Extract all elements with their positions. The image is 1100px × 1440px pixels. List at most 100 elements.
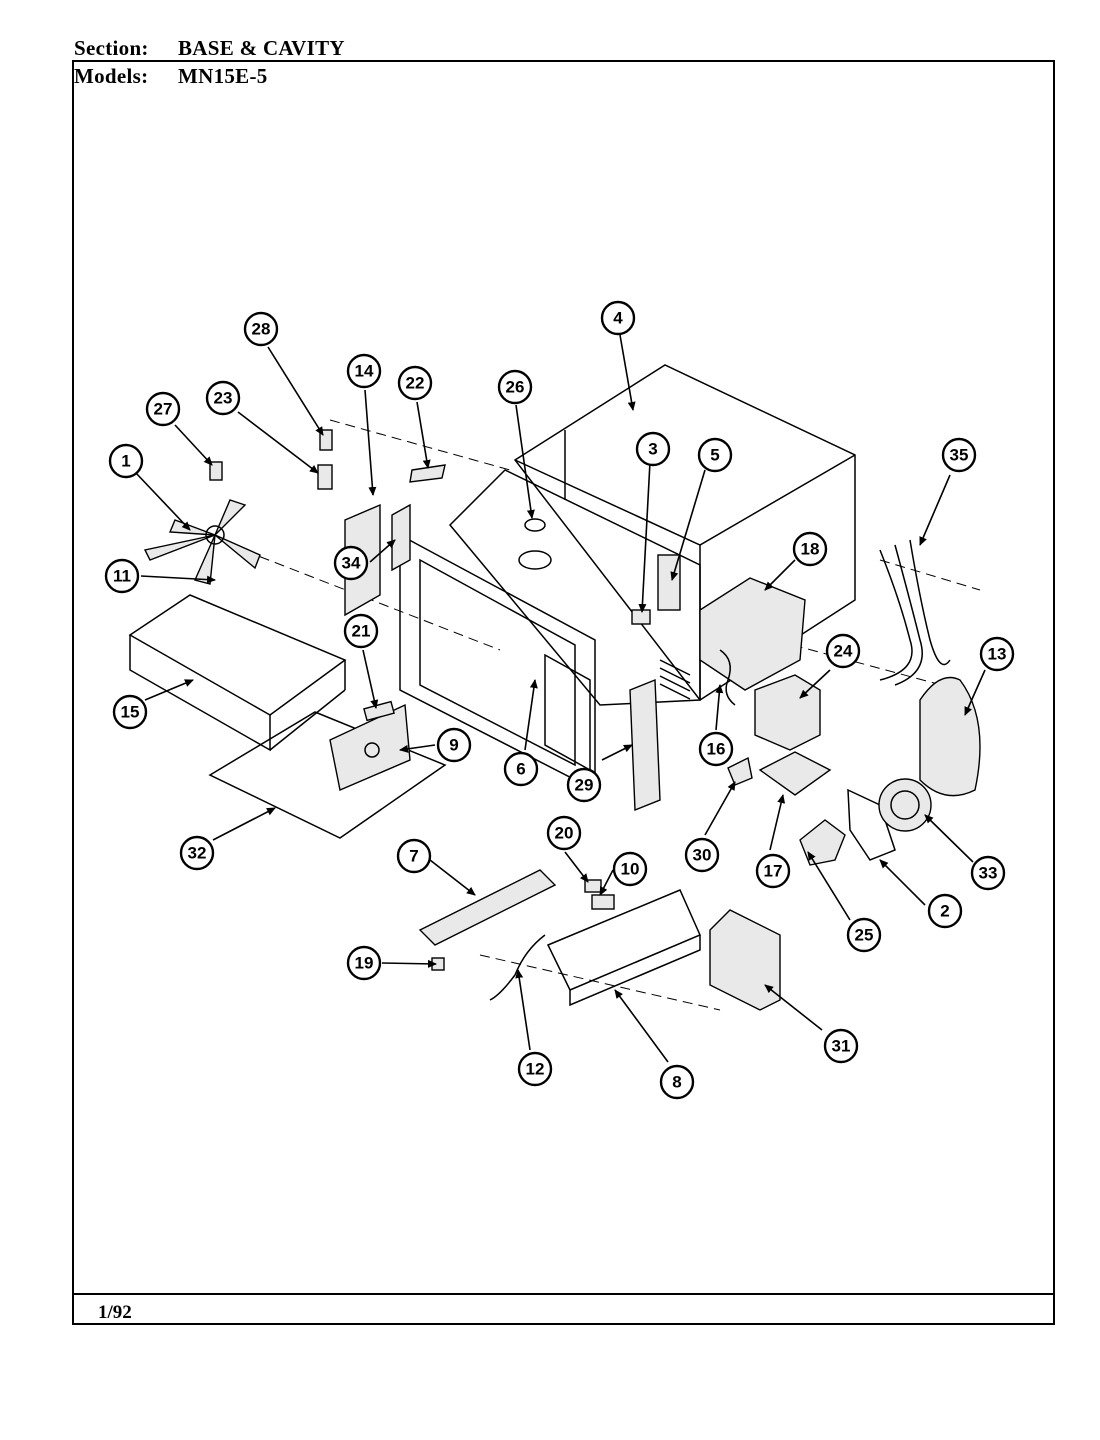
callout-24: 24 (825, 633, 861, 669)
bracket-34 (391, 503, 411, 572)
outer-case (513, 364, 856, 702)
callout-31-label: 31 (832, 1037, 851, 1056)
motor-25 (799, 819, 846, 866)
callout-20-label: 20 (555, 824, 574, 843)
callout-5: 5 (697, 437, 733, 473)
callout-3-label: 3 (648, 440, 657, 459)
leader-lines (134, 334, 986, 1063)
callout-30: 30 (684, 837, 720, 873)
callout-30-label: 30 (693, 846, 712, 865)
footer-date: 1/92 (98, 1302, 132, 1323)
callout-8: 8 (659, 1064, 695, 1100)
footer-rule (74, 1293, 1053, 1295)
fan-hub-part (209, 461, 223, 481)
callout-7: 7 (396, 838, 432, 874)
cavity-vent-slots (659, 659, 691, 700)
callout-22: 22 (397, 365, 433, 401)
part-20 (584, 879, 602, 893)
callout-3: 3 (635, 431, 671, 467)
callout-5-label: 5 (710, 446, 719, 465)
callout-9: 9 (436, 727, 472, 763)
callout-26: 26 (497, 369, 533, 405)
models-label: Models: (74, 64, 149, 88)
callout-13-label: 13 (988, 645, 1007, 664)
callout-6-label: 6 (516, 760, 525, 779)
bracket-22 (409, 464, 446, 483)
callout-28: 28 (243, 311, 279, 347)
transformer-31 (709, 909, 781, 1011)
callout-10-label: 10 (621, 860, 640, 879)
callout-22-label: 22 (406, 374, 425, 393)
part-30 (727, 756, 753, 786)
callout-4-label: 4 (613, 309, 623, 328)
callout-33-label: 33 (979, 864, 998, 883)
callout-17-label: 17 (764, 862, 783, 881)
callout-35-label: 35 (950, 446, 969, 465)
callout-16: 16 (698, 731, 734, 767)
callout-21: 21 (343, 613, 379, 649)
callout-15: 15 (112, 694, 148, 730)
plate-2 (847, 788, 896, 861)
callout-13: 13 (979, 636, 1015, 672)
section-value: BASE & CAVITY (178, 36, 345, 60)
callout-17: 17 (755, 853, 791, 889)
callout-12-label: 12 (526, 1060, 545, 1079)
callout-4: 4 (600, 300, 636, 336)
diagram-frame: 1/92 (72, 60, 1055, 1325)
part-3 (631, 609, 651, 625)
part-24 (754, 674, 821, 751)
callout-19-label: 19 (355, 954, 374, 973)
housing-13 (919, 676, 981, 797)
cover-18 (699, 577, 806, 691)
callout-14-label: 14 (355, 362, 374, 381)
callout-33: 33 (970, 855, 1006, 891)
callout-32: 32 (179, 835, 215, 871)
models-header: Models: MN15E-5 (74, 64, 268, 89)
tray-15 (128, 594, 347, 752)
part-7 (418, 869, 557, 946)
callout-26-label: 26 (506, 378, 525, 397)
models-value: MN15E-5 (178, 64, 268, 88)
clip-23 (317, 464, 333, 490)
callout-32-label: 32 (188, 844, 207, 863)
part-29 (629, 678, 661, 812)
callout-1-label: 1 (121, 452, 130, 471)
callout-14: 14 (346, 353, 382, 389)
callout-9-label: 9 (449, 736, 458, 755)
wire-harness-35 (879, 539, 951, 686)
callout-29: 29 (566, 767, 602, 803)
plate-32 (208, 711, 447, 839)
callout-23: 23 (205, 380, 241, 416)
callout-31: 31 (823, 1028, 859, 1064)
callout-2-label: 2 (940, 902, 949, 921)
callout-35: 35 (941, 437, 977, 473)
callout-12: 12 (517, 1051, 553, 1087)
callout-21-label: 21 (352, 622, 371, 641)
fan-blade (143, 499, 261, 585)
callout-10: 10 (612, 851, 648, 887)
callout-11: 11 (104, 558, 140, 594)
callout-25: 25 (846, 917, 882, 953)
part-16 (719, 649, 736, 706)
section-label: Section: (74, 36, 149, 60)
callout-7-label: 7 (409, 847, 418, 866)
callout-18: 18 (792, 531, 828, 567)
impeller-33 (878, 778, 932, 832)
callout-34-label: 34 (342, 554, 361, 573)
callout-6: 6 (503, 751, 539, 787)
base-8 (546, 889, 701, 1007)
callout-16-label: 16 (707, 740, 726, 759)
callout-23-label: 23 (214, 389, 233, 408)
callout-25-label: 25 (855, 926, 874, 945)
callout-2: 2 (927, 893, 963, 929)
callout-34: 34 (333, 545, 369, 581)
callout-27: 27 (145, 391, 181, 427)
callout-11-label: 11 (113, 567, 131, 586)
callout-18-label: 18 (801, 540, 820, 559)
callout-29-label: 29 (575, 776, 594, 795)
section-header: Section: BASE & CAVITY (74, 36, 345, 61)
part-5 (657, 554, 681, 611)
callout-15-label: 15 (121, 703, 140, 722)
callout-19: 19 (346, 945, 382, 981)
